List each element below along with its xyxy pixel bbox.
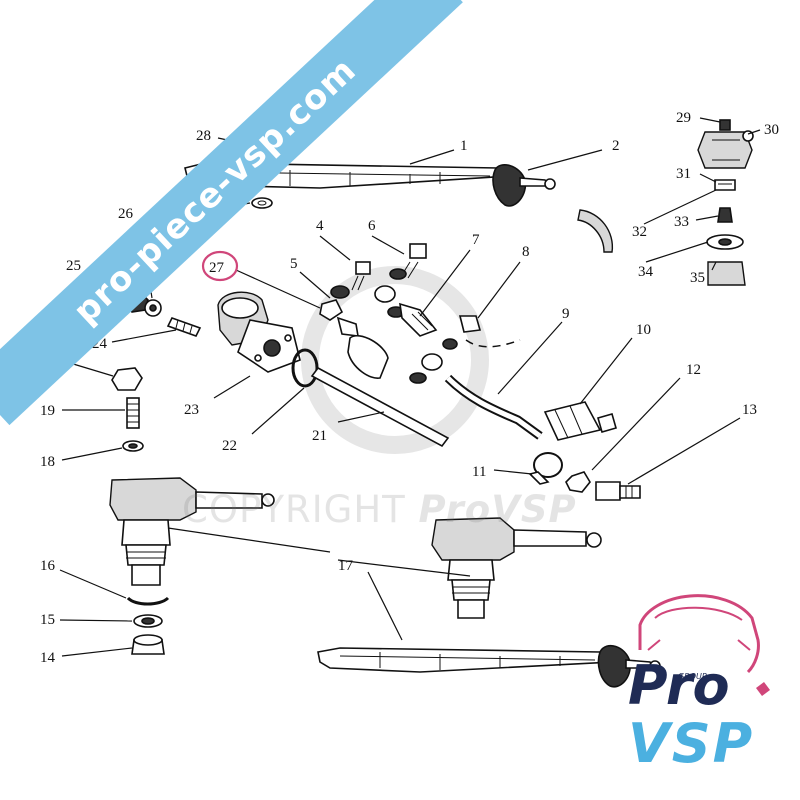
label-13: 13: [742, 402, 757, 418]
part-13-fitting: [595, 481, 641, 501]
logo-pro-text: Pro: [628, 654, 730, 717]
label-12: 12: [686, 362, 701, 378]
part-17-left-pump: [109, 477, 275, 586]
part-15-ring: [133, 614, 163, 628]
part-23-pump: [217, 291, 301, 373]
copyright-watermark: COPYRIGHT ProVSP: [182, 488, 577, 531]
part-16-clip: [126, 596, 170, 606]
label-4: 4: [316, 218, 324, 234]
part-24-stud: [166, 317, 202, 337]
label-19: 19: [40, 403, 55, 419]
part-3-washer: [251, 197, 273, 209]
part-4-bolt: [351, 261, 371, 291]
part-7-fitting: [399, 302, 438, 337]
logo-vsp-text: VSP: [628, 712, 755, 775]
brand-car-logo: [638, 594, 770, 696]
label-31: 31: [676, 166, 691, 182]
copyright-word: COPYRIGHT: [182, 488, 406, 531]
part-20-nut: [111, 367, 143, 391]
label-14: 14: [40, 650, 56, 666]
part-18-washer: [122, 440, 144, 452]
part-11-clamp: [528, 452, 563, 485]
label-7: 7: [472, 232, 480, 248]
label-8: 8: [522, 244, 530, 260]
part-6-bolt: [374, 243, 427, 318]
part-5-nut-cluster: [319, 285, 389, 379]
label-9: 9: [562, 306, 570, 322]
label-6: 6: [368, 218, 376, 234]
label-23: 23: [184, 402, 199, 418]
part-14-cap: [131, 634, 165, 655]
leader-lines: [59, 117, 761, 657]
label-21: 21: [312, 428, 327, 444]
label-35: 35: [690, 270, 705, 286]
label-17: 17: [338, 558, 354, 574]
label-30: 30: [764, 122, 779, 138]
label-28: 28: [196, 128, 211, 144]
label-5: 5: [290, 256, 298, 272]
label-32: 32: [632, 224, 647, 240]
label-25: 25: [66, 258, 81, 274]
label-11: 11: [472, 464, 486, 480]
label-34: 34: [638, 264, 654, 280]
parts-29-35-assembly: [697, 119, 754, 286]
label-18: 18: [40, 454, 55, 470]
label-1: 1: [460, 138, 468, 154]
part-21-rod: [310, 366, 450, 448]
part-26-washer: [144, 299, 162, 317]
part-10-filter: [543, 401, 617, 441]
part-8-bolt: [409, 315, 482, 384]
label-10: 10: [636, 322, 651, 338]
label-22: 22: [222, 438, 237, 454]
part-9-hose: [444, 339, 543, 440]
label-33: 33: [674, 214, 689, 230]
label-2: 2: [612, 138, 620, 154]
label-29: 29: [676, 110, 691, 126]
copyright-brand: ProVSP: [418, 488, 577, 531]
logo-group-text: GROUP: [678, 672, 707, 681]
label-16: 16: [40, 558, 56, 574]
label-26: 26: [118, 206, 134, 222]
part-19-stud: [126, 397, 140, 429]
part-17-lower-rail: [317, 644, 661, 688]
part-17-middle-pump: [431, 517, 602, 619]
highlight-ring-27: [201, 250, 239, 282]
curved-gasket: [577, 209, 614, 253]
label-15: 15: [40, 612, 55, 628]
part-12-nut: [565, 471, 591, 493]
part-22-oring: [291, 348, 319, 388]
part-2-rod-end: [492, 164, 556, 207]
label-27: 27: [209, 260, 225, 276]
